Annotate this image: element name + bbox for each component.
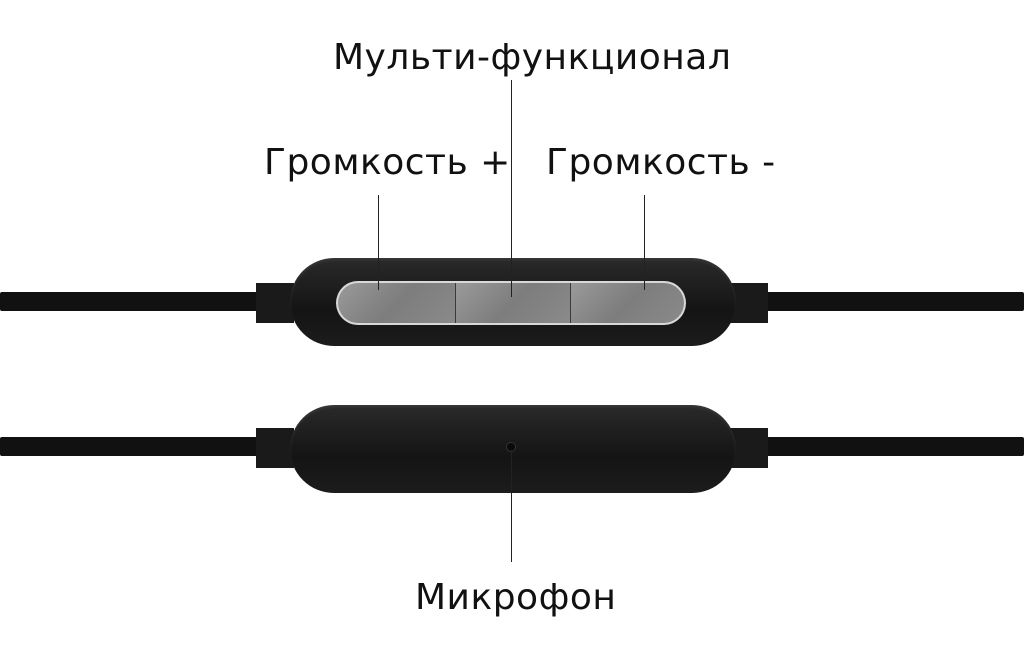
lower-cable-right [762,437,1024,456]
upper-collar-right [730,283,768,323]
microphone-hole-icon [507,443,515,451]
lower-cable-left [0,437,262,456]
multifunction-label: Мульти-функционал [333,37,732,78]
volume-down-leader-line [644,195,645,290]
upper-cable-left [0,292,262,311]
multifunction-leader-line [511,80,512,297]
multifunction-button[interactable] [456,283,571,323]
upper-collar-left [256,283,294,323]
button-strip [336,281,686,325]
volume-up-label: Громкость + [264,142,511,183]
microphone-leader-line [511,450,512,562]
microphone-label: Микрофон [415,577,617,618]
upper-cable-right [762,292,1024,311]
volume-up-button[interactable] [338,283,457,323]
volume-down-label: Громкость - [546,142,776,183]
lower-collar-right [730,428,768,468]
lower-collar-left [256,428,294,468]
volume-up-leader-line [378,195,379,290]
volume-down-button[interactable] [570,283,684,323]
